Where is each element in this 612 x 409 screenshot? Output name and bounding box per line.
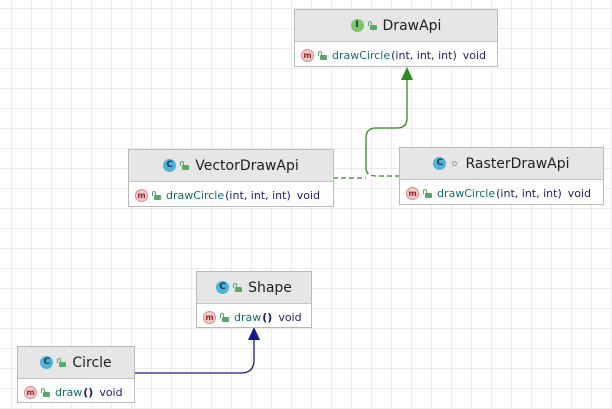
- uml-class-shape[interactable]: C Shape m draw () void: [196, 271, 312, 328]
- method-params: (int, int, int): [391, 48, 457, 62]
- method-return-type: void: [99, 385, 123, 399]
- uml-class-vectordrawapi[interactable]: C VectorDrawApi m drawCircle (int, int, …: [128, 149, 334, 207]
- class-icon: C: [163, 159, 177, 172]
- method-name: drawCircle: [166, 188, 225, 202]
- edge-rasterdrawapi-to-drawapi: [365, 167, 400, 177]
- public-visibility-icon: [41, 387, 50, 397]
- public-visibility-icon: [57, 358, 67, 367]
- class-icon: C: [433, 157, 447, 170]
- method-params: (int, int, int): [225, 188, 291, 202]
- method-icon: m: [406, 186, 419, 200]
- method-row: m drawCircle (int, int, int) void: [295, 42, 497, 68]
- method-name: drawCircle: [437, 186, 496, 200]
- method-params: (int, int, int): [496, 186, 562, 200]
- method-params: (): [262, 310, 273, 324]
- uml-class-circle[interactable]: C Circle m draw () void: [17, 346, 135, 403]
- arrowhead-shape: [248, 327, 260, 340]
- class-icon: C: [216, 281, 230, 294]
- arrowhead-drawapi: [401, 67, 413, 80]
- class-name: Shape: [248, 279, 292, 296]
- uml-header: I DrawApi: [295, 10, 497, 42]
- method-name: drawCircle: [332, 48, 391, 62]
- public-visibility-icon: [220, 312, 229, 322]
- public-visibility-icon: [423, 188, 432, 198]
- uml-interface-drawapi[interactable]: I DrawApi m drawCircle (int, int, int) v…: [294, 9, 498, 67]
- public-visibility-icon: [367, 21, 377, 30]
- uml-header: C VectorDrawApi: [129, 150, 333, 182]
- edge-stem-to-drawapi: [365, 78, 408, 170]
- uml-header: C RasterDrawApi: [400, 148, 603, 180]
- method-icon: m: [301, 48, 314, 62]
- method-params: (): [83, 385, 94, 399]
- method-row: m draw () void: [18, 379, 134, 405]
- edge-circle-to-shape: [134, 338, 255, 374]
- method-name: draw: [55, 385, 83, 399]
- method-icon: m: [24, 385, 37, 399]
- method-return-type: void: [567, 186, 592, 200]
- method-icon: m: [135, 188, 148, 202]
- public-visibility-icon: [180, 161, 190, 170]
- class-name: DrawApi: [382, 17, 442, 34]
- public-visibility-icon: [152, 190, 161, 200]
- class-icon: C: [40, 356, 54, 369]
- method-return-type: void: [462, 48, 487, 62]
- uml-header: C Shape: [197, 272, 311, 304]
- method-return-type: void: [296, 188, 321, 202]
- method-row: m draw () void: [197, 304, 311, 330]
- class-name: VectorDrawApi: [195, 157, 299, 174]
- public-visibility-icon: [318, 50, 327, 60]
- method-row: m drawCircle (int, int, int) void: [129, 182, 333, 208]
- method-row: m drawCircle (int, int, int) void: [400, 180, 603, 206]
- method-name: draw: [234, 310, 262, 324]
- interface-icon: I: [350, 19, 364, 32]
- class-name: RasterDrawApi: [465, 155, 570, 172]
- method-return-type: void: [278, 310, 302, 324]
- uml-header: C Circle: [18, 347, 134, 379]
- uml-class-rasterdrawapi[interactable]: C RasterDrawApi m drawCircle (int, int, …: [399, 147, 604, 205]
- package-private-visibility-icon: [450, 159, 459, 168]
- public-visibility-icon: [233, 283, 243, 292]
- class-name: Circle: [72, 354, 112, 371]
- method-icon: m: [203, 310, 216, 324]
